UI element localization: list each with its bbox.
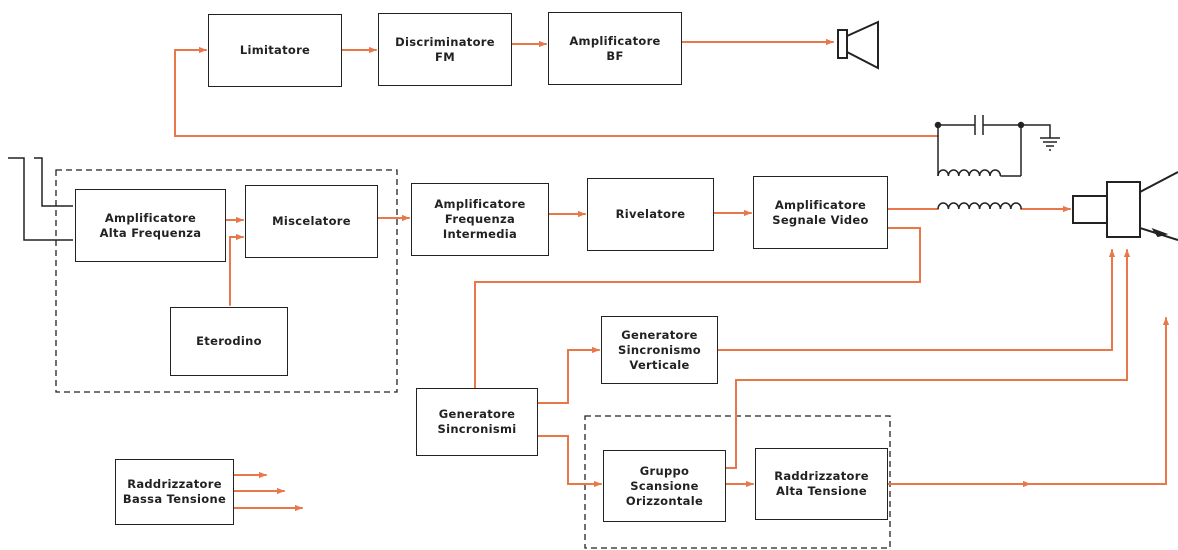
antenna-icon [8,157,73,241]
ground-icon [1040,137,1060,151]
signal-connections [174,38,1170,512]
block-raddrizzatore-bassa-tensione: Raddrizzatore Bassa Tensione [115,459,234,525]
block-generatore-sincronismi: Generatore Sincronismi [416,388,538,456]
horizontal-scan-section-border [584,415,891,549]
block-amplificatore-frequenza-intermedia: Amplificatore Frequenza Intermedia [411,183,549,256]
crt-tube-icon [1072,171,1178,241]
block-raddrizzatore-alta-tensione: Raddrizzatore Alta Tensione [755,448,888,520]
rf-section-border [55,169,398,393]
loudspeaker-icon [837,20,879,70]
block-miscelatore: Miscelatore [245,185,378,258]
capacitor-icon [934,115,1051,138]
block-limitatore: Limitatore [208,14,342,87]
block-discriminatore-fm: Discriminatore FM [378,13,512,86]
block-eterodino: Eterodino [170,307,288,376]
block-amplificatore-bf: Amplificatore BF [548,12,682,85]
block-amplificatore-segnale-video: Amplificatore Segnale Video [753,176,888,249]
block-amplificatore-alta-frequenza: Amplificatore Alta Frequenza [75,189,226,262]
block-gruppo-scansione-orizzontale: Gruppo Scansione Orizzontale [603,450,726,522]
block-rivelatore: Rivelatore [587,178,714,251]
inductor-icon [937,125,1022,210]
block-generatore-sincronismo-verticale: Generatore Sincronismo Verticale [601,316,718,384]
